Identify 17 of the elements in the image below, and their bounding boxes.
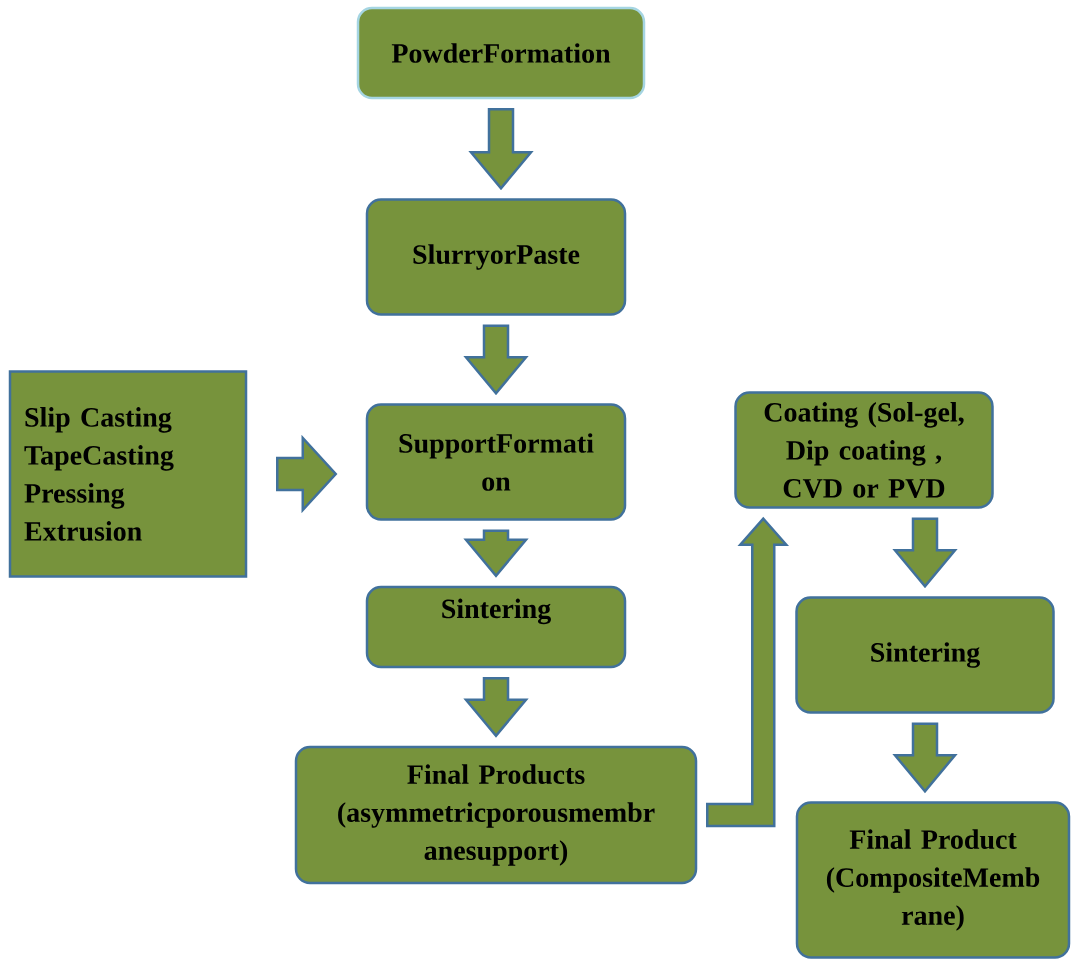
process-box: Slip Casting TapeCasting Pressing Extrusion [8, 370, 248, 578]
process-box: SupportFormati on [365, 403, 627, 521]
block-arrow [276, 434, 338, 514]
process-box: Final Product (CompositeMemb rane) [795, 801, 1071, 959]
block-arrow [706, 516, 790, 828]
block-arrow [463, 529, 529, 578]
block-arrow [892, 722, 958, 794]
block-arrow [892, 517, 958, 589]
process-box: Sintering [365, 585, 627, 669]
process-box: PowderFormation [356, 6, 646, 100]
process-box: Coating (Sol-gel, Dip coating , CVD or PVD [734, 391, 994, 509]
block-arrow [463, 677, 529, 738]
block-arrow [463, 324, 529, 396]
process-box: Sintering [795, 596, 1055, 714]
block-arrow [468, 108, 534, 191]
process-box: Final Products (asymmetricporousmembr anesupport) [294, 745, 698, 885]
process-box: SlurryorPaste [365, 198, 627, 316]
